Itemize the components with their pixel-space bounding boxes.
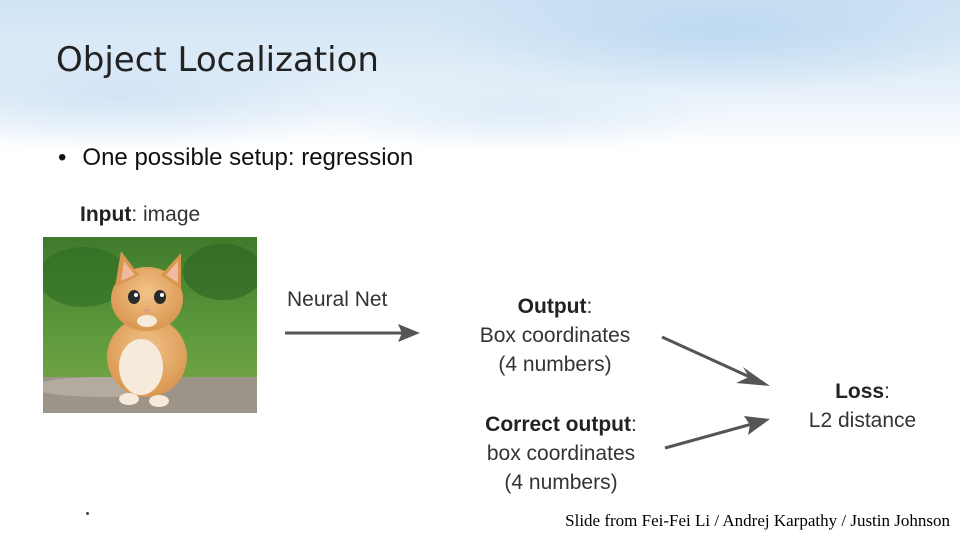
loss-block: Loss: L2 distance	[790, 377, 935, 435]
stray-dot	[86, 512, 89, 515]
slide-credit: Slide from Fei-Fei Li / Andrej Karpathy …	[565, 511, 950, 530]
neural-net-label: Neural Net	[287, 288, 388, 311]
bullet-item: • One possible setup: regression	[58, 144, 413, 172]
input-label: Input: image	[80, 203, 200, 227]
output-block: Output: Box coordinates (4 numbers)	[465, 292, 645, 379]
correct-output-label-bold: Correct output	[485, 413, 631, 436]
output-line1: Box coordinates	[479, 324, 631, 347]
correct-output-line1: box coordinates	[486, 442, 636, 465]
bullet-dot-icon: •	[58, 144, 67, 171]
output-heading: Output:	[465, 292, 645, 321]
output-line2: (4 numbers)	[498, 353, 612, 376]
kitten-image	[43, 237, 257, 413]
input-label-rest: : image	[131, 203, 201, 226]
loss-label-bold: Loss	[835, 380, 885, 403]
input-label-bold: Input	[80, 203, 132, 226]
correct-output-block: Correct output: box coordinates (4 numbe…	[466, 410, 656, 497]
correct-output-label-rest: :	[630, 413, 637, 436]
header-background	[0, 0, 960, 150]
bullet-text: One possible setup: regression	[82, 144, 414, 171]
loss-heading: Loss:	[790, 377, 935, 406]
loss-line1: L2 distance	[808, 409, 917, 432]
right-arrow-icon	[285, 324, 420, 342]
down-right-arrow-icon	[661, 335, 770, 386]
correct-output-line2: (4 numbers)	[504, 471, 618, 494]
up-right-arrow-icon	[664, 416, 770, 450]
output-label-bold: Output	[517, 295, 587, 318]
slide-title: Object Localization	[56, 40, 379, 80]
loss-label-rest: :	[884, 380, 890, 403]
output-label-rest: :	[586, 295, 593, 318]
correct-output-heading: Correct output:	[466, 410, 656, 439]
